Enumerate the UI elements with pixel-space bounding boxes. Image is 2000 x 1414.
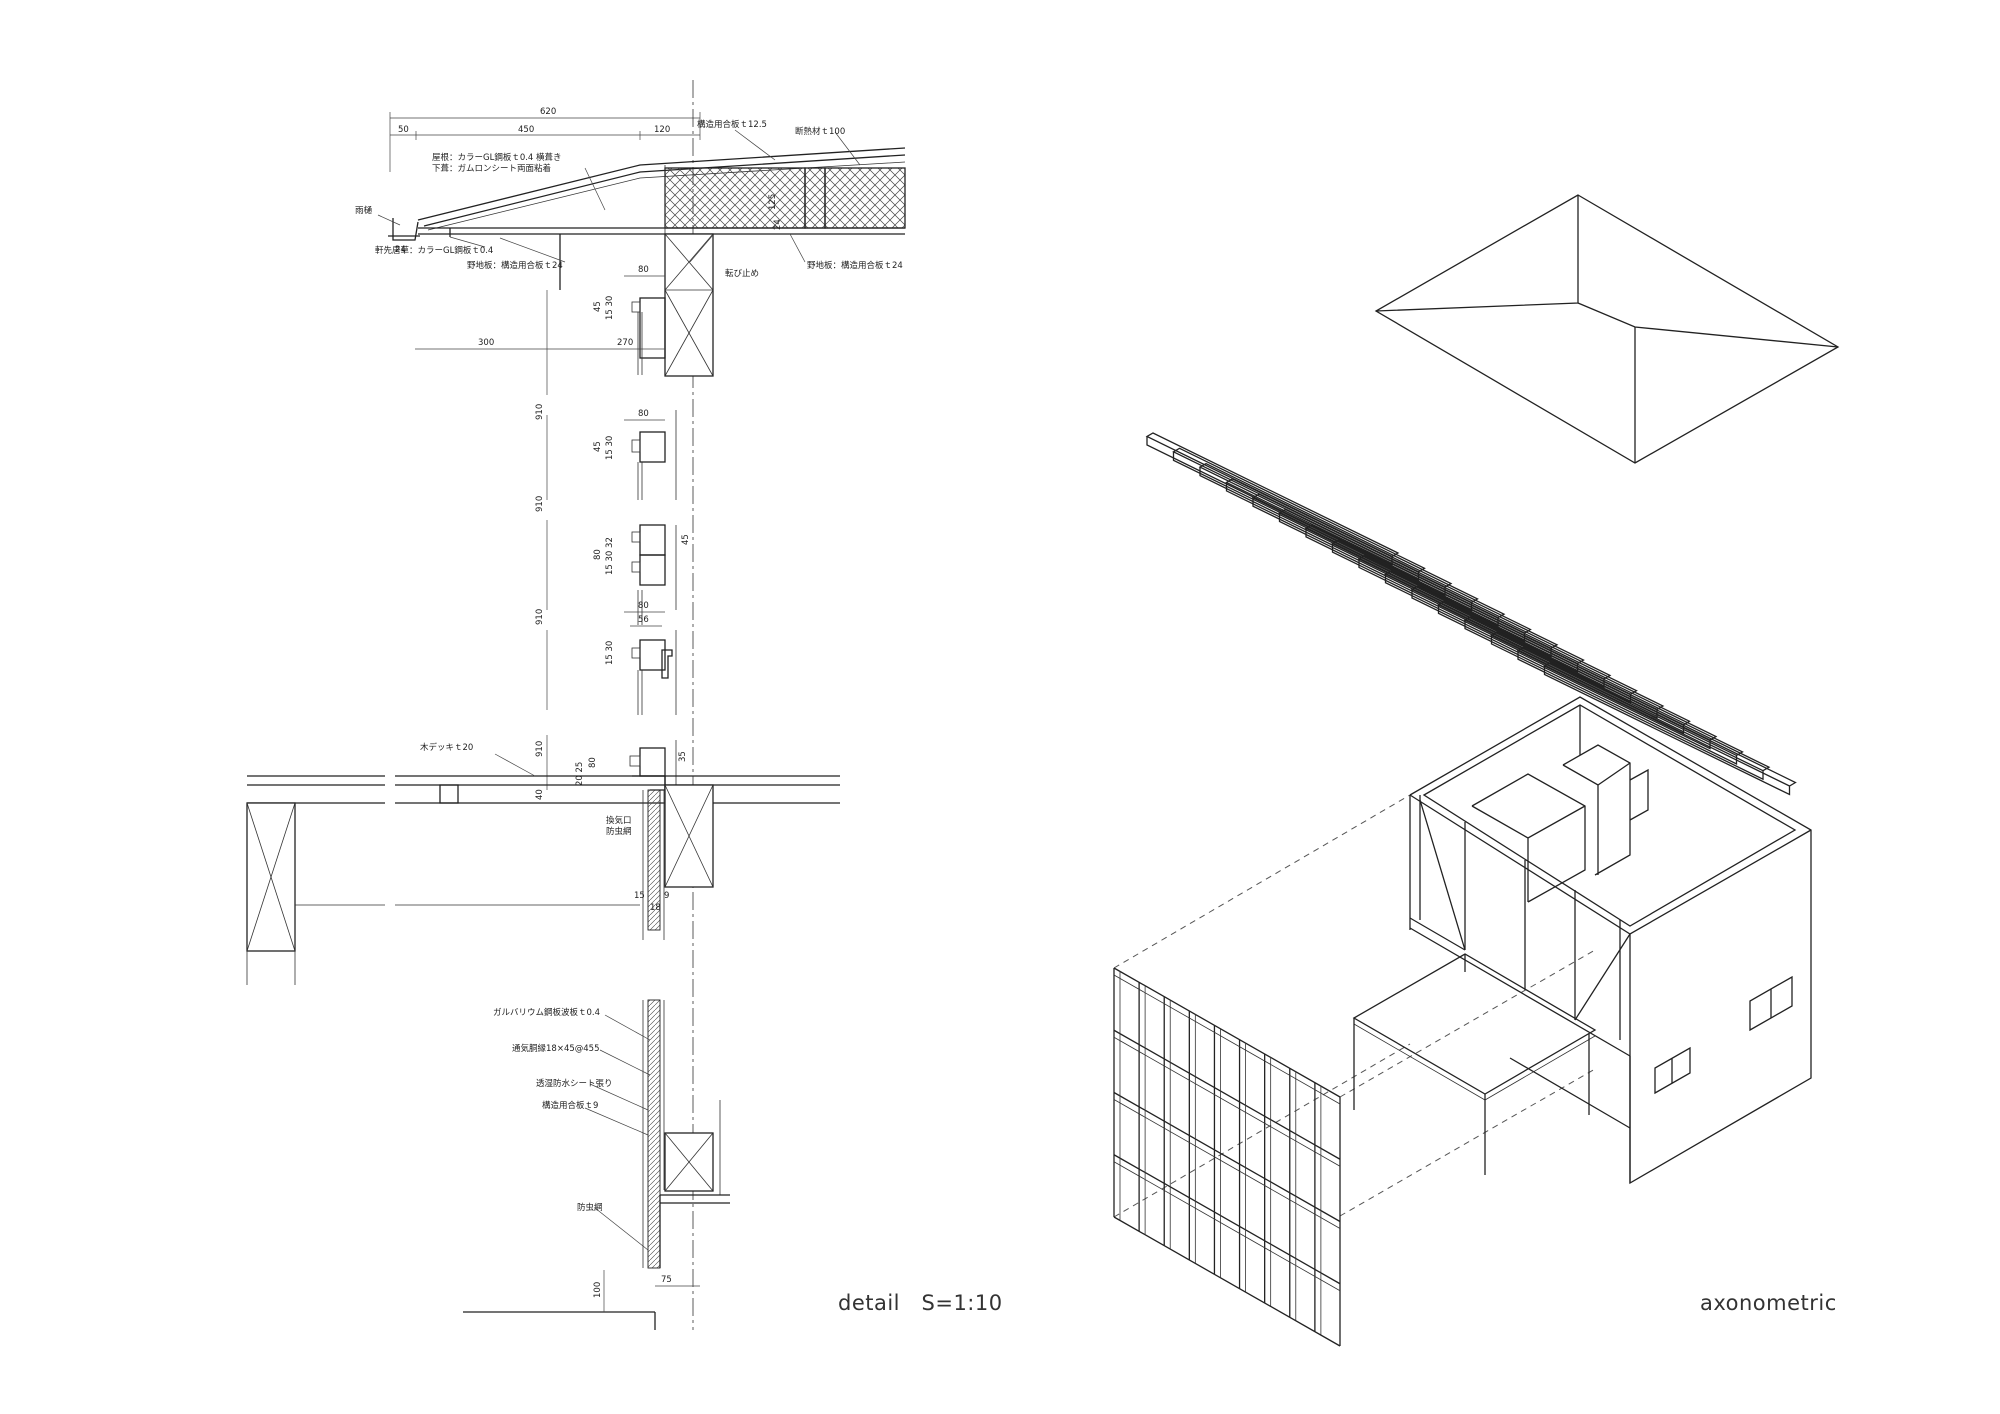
- dim-1530-mid1: 15 30: [605, 436, 615, 460]
- label-insect-net: 防虫網: [577, 1202, 603, 1213]
- dim-45-mid2: 45: [681, 534, 691, 545]
- label-plywood-9: 構造用合板ｔ9: [542, 1100, 598, 1111]
- label-eave-flashing: 軒先唐草：カラーGL鋼板ｔ0.4: [375, 245, 493, 256]
- dim-56: 56: [638, 615, 649, 625]
- dim-1530-head: 15 30: [605, 296, 615, 320]
- dim-910-1: 910: [535, 404, 545, 420]
- rafter: [1543, 661, 1797, 796]
- axo-hip-roof: [1374, 194, 1840, 464]
- lattice-rail-edge: [1113, 1099, 1341, 1229]
- dim-300: 300: [478, 338, 494, 348]
- window-handle-icon: [661, 649, 673, 679]
- dim-120: 120: [654, 125, 670, 135]
- dim-24-eave: 24: [395, 245, 406, 255]
- dim-620: 620: [540, 107, 556, 117]
- label-underlay: 下葺：ガムロンシート両面粘着: [432, 163, 551, 174]
- dim-80-sill: 80: [588, 757, 598, 768]
- lower-wall-hatch: [647, 999, 661, 1269]
- lattice-rail: [1113, 1216, 1341, 1347]
- dim-1530-handle: 15 30: [605, 641, 615, 665]
- dim-80-mid2: 80: [593, 549, 603, 560]
- label-roof-sheathing-1: 野地板：構造用合板ｔ24: [467, 260, 563, 271]
- dim-40: 40: [535, 789, 545, 800]
- dim-80-handle: 80: [638, 601, 649, 611]
- rafter: [1516, 646, 1771, 781]
- dim-910-4: 910: [535, 741, 545, 757]
- label-breathable-membrane: 透湿防水シート張り: [536, 1078, 613, 1089]
- label-anti-slip-block: 転び止め: [725, 268, 759, 279]
- dim-125: 125: [768, 194, 778, 210]
- label-galvalume-sheet: ガルバリウム鋼板波板ｔ0.4: [493, 1007, 600, 1018]
- label-vent: 換気口: [606, 815, 632, 826]
- dim-35: 35: [678, 751, 688, 762]
- dim-270: 270: [617, 338, 633, 348]
- wall-hatch-strip: [647, 789, 661, 931]
- dim-50: 50: [398, 125, 409, 135]
- top-beam: [664, 233, 714, 377]
- label-plywood-12-5: 構造用合板ｔ12.5: [697, 119, 767, 130]
- label-roof-sheathing-2: 野地板：構造用合板ｔ24: [807, 260, 903, 271]
- caption-axonometric: axonometric: [1700, 1291, 1837, 1315]
- dim-2025: 20 25: [575, 762, 585, 786]
- top-dimensions: 620 50 450 120: [389, 107, 701, 172]
- lattice-rail-edge: [1113, 974, 1341, 1105]
- lower-wall-section: 100 75 15 9 18: [463, 891, 730, 1330]
- caption-detail: detail S=1:10: [838, 1291, 1003, 1315]
- dim-910-2: 910: [535, 496, 545, 512]
- label-wood-deck: 木デッキｔ20: [420, 742, 473, 753]
- axo-room-box: [1409, 696, 1812, 1185]
- gutter-shape: [392, 218, 419, 241]
- axo-deck: [1352, 953, 1597, 1175]
- sash-dimensions: 80 45 15 30 300 270 24 80 45 15 30 80 15…: [395, 194, 783, 800]
- dim-45-mid1: 45: [593, 441, 603, 452]
- axo-lattice-panel: [1113, 967, 1341, 1347]
- dim-75: 75: [661, 1275, 672, 1285]
- dim-18: 18: [650, 903, 661, 913]
- dim-9: 9: [664, 891, 669, 901]
- label-roofing: 屋根：カラーGL鋼板ｔ0.4 横葺き: [432, 152, 562, 163]
- dim-45-head: 45: [593, 301, 603, 312]
- roof-section: [388, 147, 906, 290]
- left-dimension-chain: 910 910 910 910: [535, 290, 548, 790]
- detail-section-drawing: 620 50 450 120: [246, 80, 1003, 1330]
- dim-910-3: 910: [535, 609, 545, 625]
- lattice-rail: [1113, 1154, 1341, 1285]
- dim-24-roof: 24: [773, 219, 783, 230]
- label-vent-insect-net: 防虫網: [606, 826, 632, 837]
- lattice-rail: [1113, 1029, 1341, 1160]
- axonometric-drawing: axonometric: [1113, 194, 1840, 1347]
- insulation-hatch: [665, 168, 905, 228]
- dim-80-mid1: 80: [638, 409, 649, 419]
- dim-1530-mid2: 15 30 32: [605, 537, 615, 575]
- dim-450: 450: [518, 125, 534, 135]
- floor-deck-section: [246, 775, 840, 985]
- window-sash-sections: [629, 297, 673, 791]
- label-insulation: 断熱材ｔ100: [795, 126, 845, 137]
- lattice-rail-edge: [1113, 1161, 1341, 1292]
- dim-15: 15: [634, 891, 645, 901]
- dim-100: 100: [593, 1282, 603, 1298]
- lattice-rail-edge: [1113, 1036, 1341, 1167]
- axo-rafters: [1145, 432, 1797, 796]
- lattice-rail: [1113, 1091, 1341, 1223]
- label-furring-strip: 通気胴縁18×45@455: [512, 1043, 599, 1054]
- axo-projection-lines: [1113, 794, 1596, 1218]
- dim-80-head: 80: [638, 265, 649, 275]
- leader-lines: [377, 129, 861, 1251]
- label-gutter: 雨樋: [355, 205, 373, 216]
- lattice-rail: [1113, 967, 1341, 1098]
